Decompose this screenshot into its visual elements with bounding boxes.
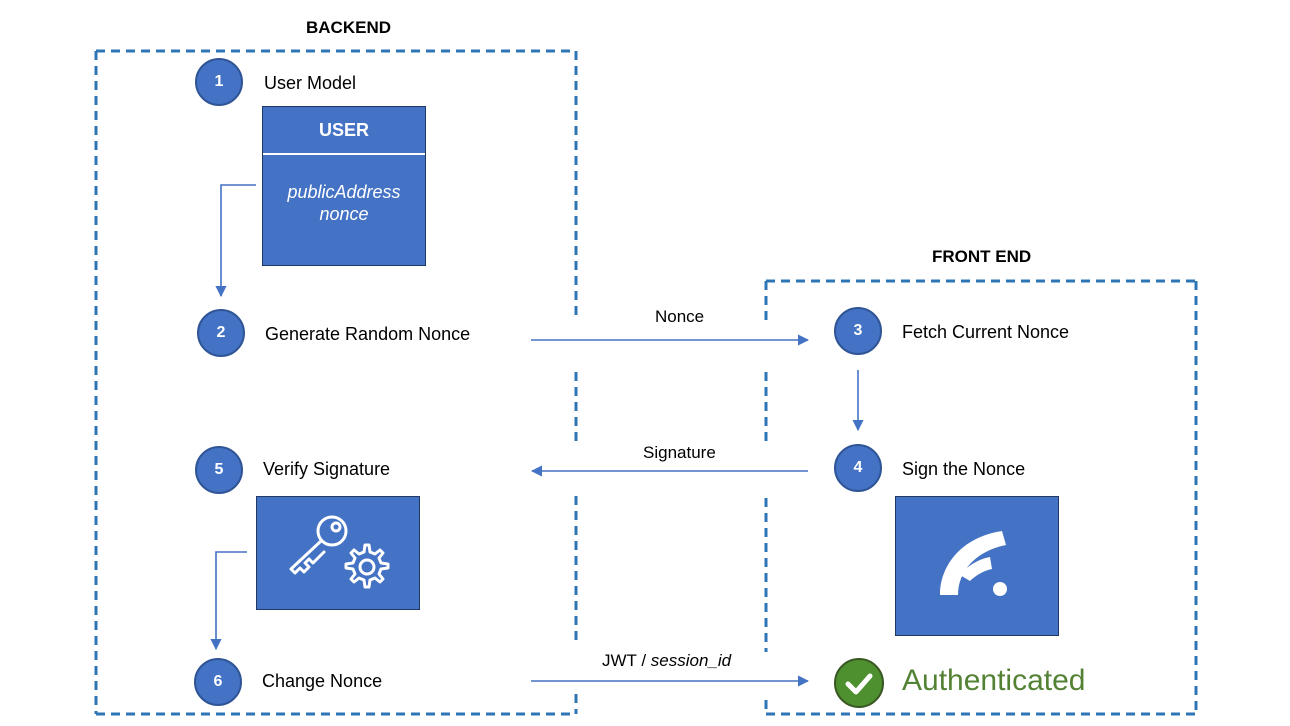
checkmark-icon — [834, 658, 884, 708]
backend-title: BACKEND — [306, 18, 391, 37]
jwt-arrow-label: JWT / session_id — [602, 651, 731, 671]
backend-boundary — [94, 49, 578, 716]
step-4-circle: 4 — [834, 444, 882, 492]
wallet-logo-icon — [940, 531, 1007, 596]
user-model-box: USER publicAddress nonce — [262, 106, 426, 266]
user-model-fields: publicAddress nonce — [263, 155, 425, 225]
step-2-label: Generate Random Nonce — [265, 324, 471, 344]
user-field-public-address: publicAddress — [287, 182, 401, 202]
user-field-nonce: nonce — [319, 204, 369, 224]
verify-signature-box — [256, 496, 420, 610]
step-6-circle: 6 — [194, 658, 242, 706]
signature-arrow-label: Signature — [643, 443, 716, 462]
step-5-label: Verify Signature — [263, 459, 391, 479]
step-3-circle: 3 — [834, 307, 882, 355]
step-6-label: Change Nonce — [262, 671, 383, 691]
arrow-verify-to-change — [210, 551, 247, 651]
arrow-user-to-generate — [215, 184, 256, 298]
nonce-arrow-label: Nonce — [655, 307, 705, 326]
authenticated-label: Authenticated — [902, 664, 1086, 697]
wallet-logo-box — [895, 496, 1059, 636]
step-5-circle: 5 — [195, 446, 243, 494]
frontend-boundary — [764, 279, 1198, 716]
frontend-title: FRONT END — [932, 247, 1032, 266]
step-4-label: Sign the Nonce — [902, 459, 1026, 479]
step-1-label: User Model — [264, 73, 357, 93]
checkmark-glyph — [845, 673, 873, 695]
jwt-label-session-id: session_id — [650, 651, 732, 670]
key-gear-icon — [289, 515, 390, 589]
jwt-label-prefix: JWT / — [602, 651, 651, 670]
step-2-circle: 2 — [197, 309, 245, 357]
step-1-circle: 1 — [195, 58, 243, 106]
step-3-label: Fetch Current Nonce — [902, 322, 1070, 342]
user-model-header: USER — [263, 107, 425, 155]
